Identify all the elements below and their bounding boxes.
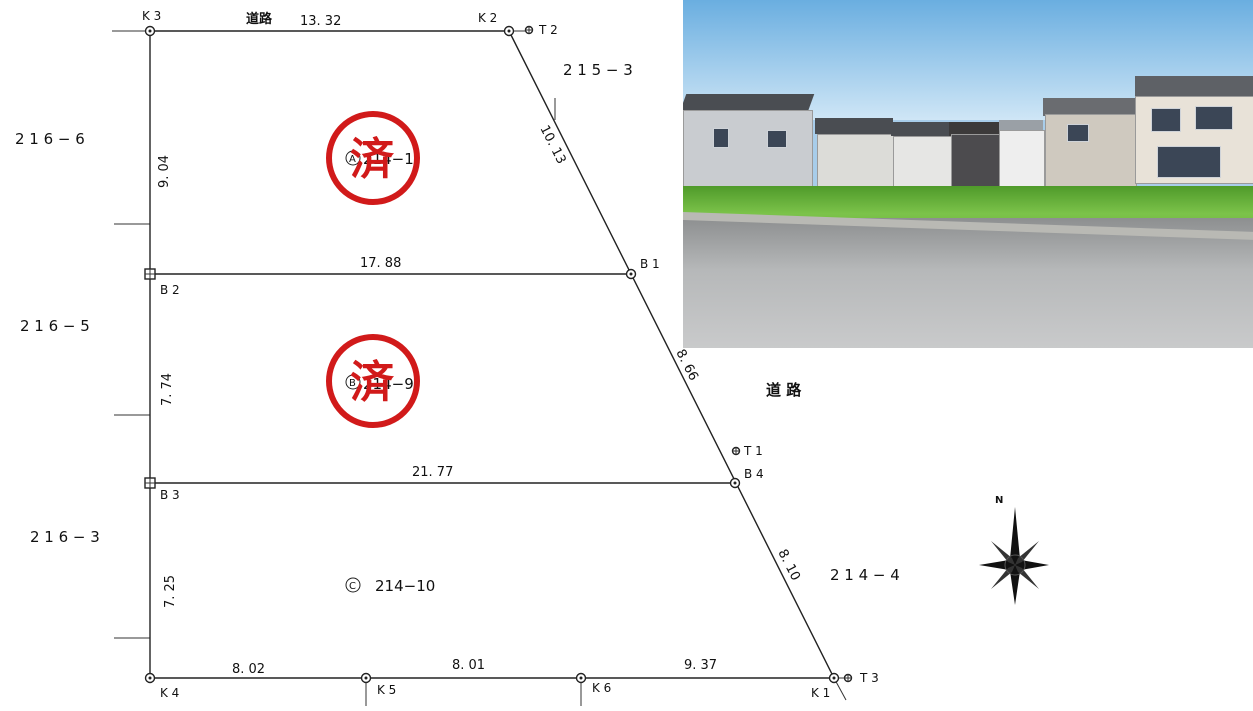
label-k1: K 1 — [811, 686, 830, 700]
lot-c-number: 214−10 — [375, 577, 435, 595]
label-k4: K 4 — [160, 686, 179, 700]
label-b2: B 2 — [160, 283, 180, 297]
house — [683, 110, 813, 198]
neighbor-215-3: 2 1 5 − 3 — [563, 61, 633, 79]
road-side-label: 道 路 — [766, 381, 802, 399]
point-b4 — [729, 477, 741, 489]
point-k1 — [828, 672, 840, 684]
label-t1: T 1 — [743, 444, 763, 458]
dim-top: 13. 32 — [300, 14, 341, 29]
window — [713, 128, 729, 148]
point-b2 — [144, 268, 156, 280]
label-k5: K 5 — [377, 683, 396, 697]
point-t1 — [731, 446, 741, 456]
house-roof — [999, 120, 1043, 132]
label-k2: K 2 — [478, 11, 497, 25]
point-t2 — [524, 25, 534, 35]
lot-a-marker-circle — [345, 150, 361, 166]
window — [1151, 108, 1181, 132]
lot-b-marker-circle — [345, 374, 361, 390]
label-k3: K 3 — [142, 9, 161, 23]
window — [767, 130, 787, 148]
dim-right-c: 8. 10 — [774, 547, 802, 583]
point-k2 — [503, 25, 515, 37]
house-roof — [815, 118, 893, 134]
compass-north-label: N — [995, 495, 1003, 506]
compass-icon: N — [979, 495, 1049, 605]
neighbor-216-6: 2 1 6 − 6 — [15, 130, 85, 148]
lot-b-marker: B — [349, 378, 356, 389]
point-b3 — [144, 477, 156, 489]
point-k3 — [144, 25, 156, 37]
lot-a[interactable]: A 214−1 済 — [326, 111, 420, 205]
house — [999, 130, 1045, 188]
dim-b1-line: 17. 88 — [360, 256, 401, 271]
point-k4 — [144, 672, 156, 684]
point-b1 — [625, 268, 637, 280]
label-b1: B 1 — [640, 257, 660, 271]
sold-stamp-a: 済 — [350, 134, 395, 185]
site-photo — [683, 0, 1253, 348]
neighbor-216-3: 2 1 6 − 3 — [30, 528, 100, 546]
label-t3: T 3 — [859, 671, 879, 685]
road-top-label: 道路 — [246, 11, 273, 27]
point-k5 — [360, 672, 372, 684]
road — [683, 218, 1253, 348]
dim-left-c: 7. 25 — [163, 575, 178, 608]
dim-right-a: 10. 13 — [536, 123, 568, 167]
lot-c-marker: C — [349, 581, 356, 592]
window — [1195, 106, 1233, 130]
house — [893, 136, 953, 192]
label-b3: B 3 — [160, 488, 180, 502]
neighbor-214-4: 2 1 4 − 4 — [830, 566, 900, 584]
dim-left-a: 9. 04 — [157, 155, 172, 188]
label-t2: T 2 — [538, 23, 558, 37]
lot-c[interactable]: C 214−10 — [345, 577, 435, 595]
house — [1045, 114, 1137, 188]
house-roof — [1043, 98, 1135, 116]
window — [1067, 124, 1089, 142]
label-k6: K 6 — [592, 681, 611, 695]
window — [1157, 146, 1221, 178]
dim-bottom-right: 9. 37 — [684, 658, 717, 673]
house-roof — [949, 122, 999, 136]
point-t3 — [843, 673, 853, 683]
lot-a-number: 214−1 — [363, 150, 414, 168]
lot-b-number: 214−9 — [363, 375, 414, 393]
point-k6 — [575, 672, 587, 684]
lot-c-marker-circle — [345, 577, 361, 593]
house — [817, 134, 897, 194]
lot-b[interactable]: B 214−9 済 — [326, 334, 420, 428]
dim-bottom-mid: 8. 01 — [452, 658, 485, 673]
neighbor-216-5: 2 1 6 − 5 — [20, 317, 90, 335]
house — [951, 134, 1001, 192]
house-roof — [1135, 76, 1253, 98]
dim-bottom-left: 8. 02 — [232, 662, 265, 677]
dim-left-b: 7. 74 — [160, 373, 175, 406]
sold-stamp-ring-b — [326, 334, 420, 428]
label-b4: B 4 — [744, 467, 764, 481]
house-roof — [891, 122, 953, 136]
sold-stamp-b: 済 — [350, 357, 395, 408]
dim-b4-line: 21. 77 — [412, 465, 453, 480]
lot-a-marker: A — [349, 154, 356, 165]
sold-stamp-ring-a — [326, 111, 420, 205]
